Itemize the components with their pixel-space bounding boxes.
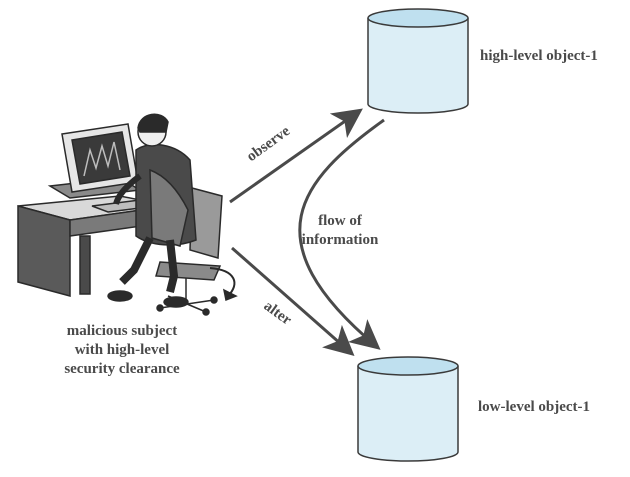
flow-label-line-1: flow of [318, 213, 362, 229]
alter-arrow [231, 246, 355, 356]
flow-of-information-label: flow of information [286, 212, 394, 250]
subject-caption-line-1: malicious subject [66, 323, 178, 339]
subject-caption: malicious subject with high-level securi… [32, 322, 212, 379]
low-level-object-cylinder [357, 356, 459, 462]
flow-label-line-2: information [301, 232, 379, 248]
subject-caption-line-3: security clearance [64, 361, 180, 377]
subject-caption-line-2: with high-level [74, 342, 170, 358]
flow-of-information-arrow [298, 118, 385, 350]
observe-arrow [229, 108, 363, 204]
high-level-object-label: high-level object-1 [480, 48, 598, 64]
high-level-object-cylinder [367, 8, 469, 114]
hacker-at-computer-illustration [17, 113, 238, 316]
low-level-object-label: low-level object-1 [478, 399, 591, 415]
